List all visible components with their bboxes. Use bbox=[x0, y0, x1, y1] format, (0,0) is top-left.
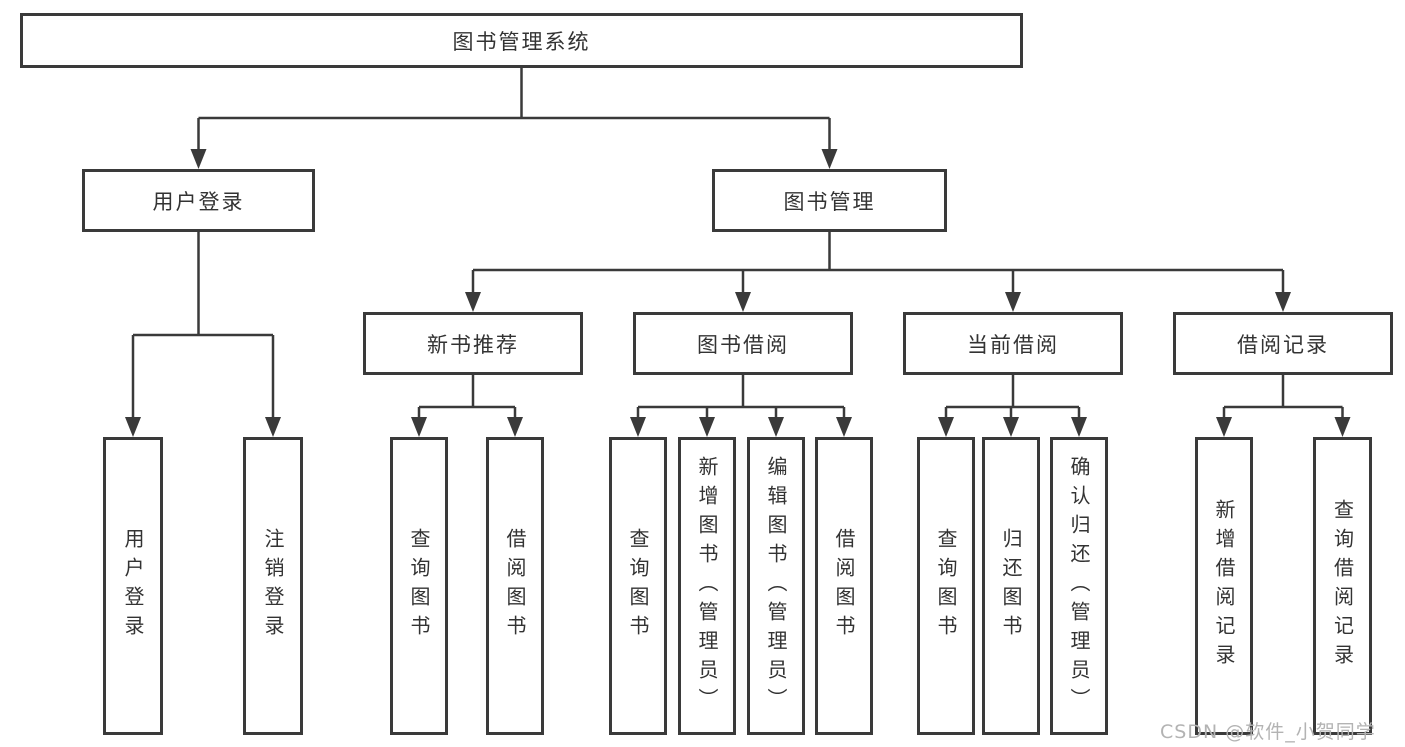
node-new-book-recommend: 新书推荐 bbox=[363, 312, 583, 375]
leaf-records-query-record: 查询借阅记录 bbox=[1313, 437, 1372, 735]
leaf-newrec-query-book: 查询图书 bbox=[390, 437, 448, 735]
leaf-current-query-book: 查询图书 bbox=[917, 437, 975, 735]
leaf-current-confirm-return-admin: 确认归还（管理员） bbox=[1050, 437, 1108, 735]
leaf-newrec-borrow-book: 借阅图书 bbox=[486, 437, 544, 735]
leaf-borrow-query-book: 查询图书 bbox=[609, 437, 667, 735]
leaf-logout: 注销登录 bbox=[243, 437, 303, 735]
leaf-borrow-add-book-admin: 新增图书（管理员） bbox=[678, 437, 736, 735]
node-current-borrow: 当前借阅 bbox=[903, 312, 1123, 375]
node-borrow-records: 借阅记录 bbox=[1173, 312, 1393, 375]
csdn-watermark: CSDN @软件_小贺同学 bbox=[1160, 721, 1376, 743]
node-user-login: 用户登录 bbox=[82, 169, 315, 232]
leaf-records-add-record: 新增借阅记录 bbox=[1195, 437, 1253, 735]
node-book-management: 图书管理 bbox=[712, 169, 947, 232]
node-book-borrow: 图书借阅 bbox=[633, 312, 853, 375]
node-root-system: 图书管理系统 bbox=[20, 13, 1023, 68]
leaf-user-login: 用户登录 bbox=[103, 437, 163, 735]
leaf-current-return-book: 归还图书 bbox=[982, 437, 1040, 735]
leaf-borrow-borrow-book: 借阅图书 bbox=[815, 437, 873, 735]
leaf-borrow-edit-book-admin: 编辑图书（管理员） bbox=[747, 437, 805, 735]
